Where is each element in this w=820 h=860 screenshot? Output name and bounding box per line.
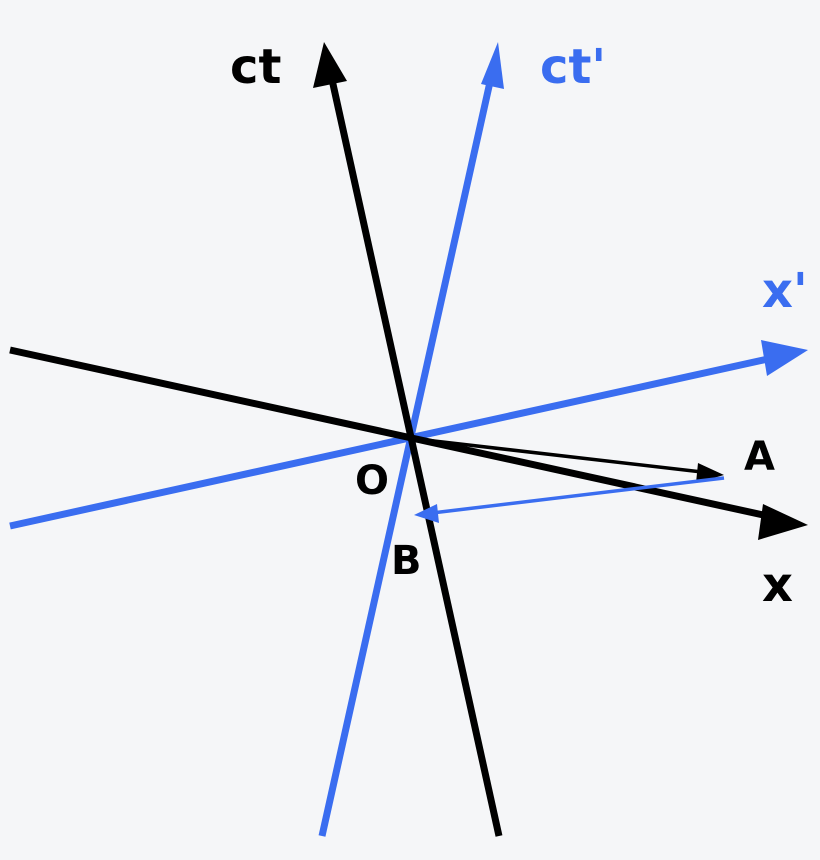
x-prime-axis-label: x' — [762, 263, 808, 319]
point-a-label: A — [744, 434, 775, 480]
projection-arrows — [407, 436, 725, 523]
rest-frame-axes — [9, 42, 808, 837]
ct-axis-line — [325, 65, 503, 837]
x-axis-label: x — [762, 557, 793, 613]
arrow-o-to-a-line — [407, 436, 703, 474]
arrow-a-to-b-line — [431, 476, 725, 515]
x-prime-axis-line — [9, 351, 787, 530]
origin-label: O — [355, 458, 389, 504]
ct-axis-label: ct — [230, 39, 281, 95]
ct-prime-axis-label: ct' — [540, 39, 606, 95]
point-b-label: B — [391, 538, 422, 584]
x-prime-axis-arrowhead — [761, 340, 808, 376]
ct-prime-axis-arrowhead — [481, 42, 504, 89]
x-axis-line — [9, 346, 787, 524]
ct-axis-arrowhead — [313, 42, 347, 88]
moving-frame-axes — [9, 42, 808, 837]
arrow-o-to-a-head — [696, 463, 724, 483]
x-axis-arrowhead — [758, 504, 808, 540]
arrow-a-to-b-head — [414, 504, 439, 523]
labels: ct ct' x' x O A B — [230, 39, 808, 613]
ct-prime-axis-line — [318, 63, 498, 837]
